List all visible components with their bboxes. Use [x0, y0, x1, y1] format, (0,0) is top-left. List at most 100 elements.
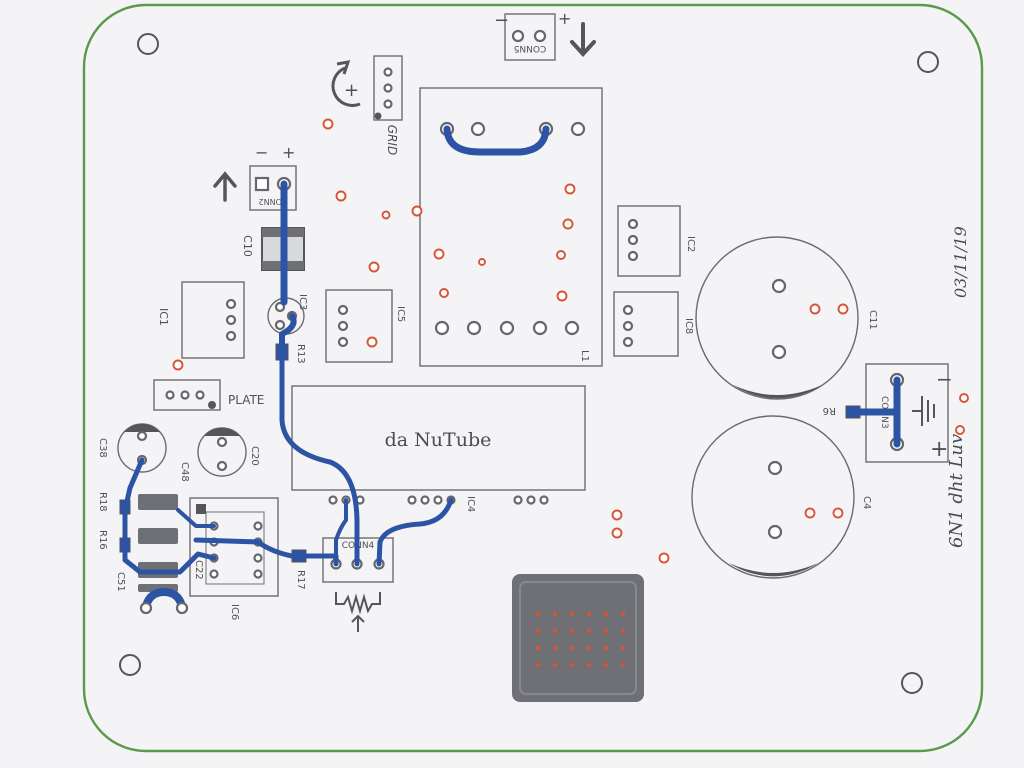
conn5-outline [504, 13, 556, 61]
conn5-minus-sign: − [494, 10, 509, 31]
ic1-outline [181, 281, 245, 359]
l1-pad-top-4 [570, 121, 586, 137]
c51-pad-right [175, 601, 189, 615]
c48-label: C48 [179, 462, 190, 482]
ic4-label: IC4 [465, 496, 476, 512]
c20-label: C20 [249, 446, 260, 466]
c20-pad-2 [216, 460, 228, 472]
c10-label: C10 [241, 235, 254, 257]
l1-pad-bottom-3 [499, 320, 515, 336]
inductor-block-inner [519, 581, 637, 695]
via [564, 183, 576, 195]
plate-connector-outline [153, 379, 221, 411]
inductor-l1: L1 [419, 87, 603, 367]
r18-label: R18 [97, 492, 108, 512]
trace-l1-top [443, 125, 550, 156]
c38-polarity-band [124, 423, 160, 432]
r13-label: R13 [295, 344, 306, 364]
l1-pad-bottom-5 [564, 320, 580, 336]
ic5-label: IC5 [395, 306, 406, 322]
arrow-icon [570, 22, 596, 57]
ic2-label: IC2 [685, 236, 696, 252]
power-inductor-block [512, 574, 644, 702]
inductor-block-body [512, 574, 644, 702]
mounting-hole-top-left [137, 33, 159, 55]
nutube-outline [291, 385, 586, 491]
grid-connector-outline [373, 55, 403, 121]
c38-label: C38 [97, 438, 108, 458]
ic6-label: IC6 [229, 604, 240, 620]
ic2-pad-3 [627, 250, 639, 262]
c48-body [138, 494, 178, 510]
trace-ic4-left [334, 498, 348, 566]
via [562, 218, 574, 230]
ic2-outline [617, 205, 681, 277]
plate-connector: PLATE [153, 379, 264, 411]
ic6-pin1-marker [196, 504, 206, 514]
capacitor-c20: C20 [197, 427, 260, 477]
conn5-pad-1 [511, 29, 525, 43]
via [658, 552, 670, 564]
l1-pad-top-2 [470, 121, 486, 137]
plate-pad-3 [195, 390, 205, 400]
conn2-label: CONN2 [259, 197, 288, 206]
mounting-hole-bottom-right [901, 672, 923, 694]
trace-conn3-r6 [856, 376, 901, 448]
ic8-pad-1 [622, 304, 634, 316]
ic4-pad-1 [328, 495, 338, 505]
trace-ic4-conn4 [376, 497, 454, 567]
r17-label: R17 [295, 570, 306, 590]
c4-pad-2 [767, 524, 783, 540]
via [611, 509, 623, 521]
mounting-hole-top-right [917, 51, 939, 73]
c38-pad-1 [136, 430, 148, 442]
grid-pin1-marker [374, 112, 382, 120]
c11-pad-2 [771, 344, 787, 360]
inductor-pad-grid [535, 611, 626, 668]
grid-pad-3 [383, 99, 393, 109]
ic4-pad-9 [526, 495, 536, 505]
trace-c51-bottom [142, 588, 186, 610]
ic3-pad-3 [274, 319, 286, 331]
ic1-pad-3 [225, 330, 237, 342]
ic5-pad-3 [337, 336, 349, 348]
ic8-outline [613, 291, 679, 357]
l1-pad-bottom-1 [434, 320, 450, 336]
vias [172, 118, 969, 564]
c51-label: C51 [115, 572, 126, 592]
conn3-minus-sign: − [936, 367, 953, 391]
ground-icon [912, 396, 935, 426]
ic5-outline [325, 289, 393, 363]
ic1-pad-1 [225, 298, 237, 310]
c4-pad-1 [767, 460, 783, 476]
ic8: IC8 [613, 291, 694, 357]
plate-pin1-marker [208, 401, 216, 409]
smd-capacitors [138, 494, 178, 592]
via [478, 258, 486, 266]
capacitor-c4: C4 [691, 415, 872, 579]
l1-label: L1 [579, 350, 590, 362]
board-date: 03/11/19 [951, 226, 970, 298]
c11-pad-1 [771, 278, 787, 294]
via [556, 250, 566, 260]
plate-pad-1 [165, 390, 175, 400]
conn2-pad-1 [254, 176, 270, 192]
ic8-pad-2 [622, 320, 634, 332]
grid-pad-1 [383, 67, 393, 77]
trace-ic6-r17 [193, 537, 339, 567]
capacitor-c11: C11 [695, 236, 878, 400]
via [809, 303, 821, 315]
via [322, 118, 334, 130]
copper-traces [122, 125, 901, 610]
arrow-icon [213, 171, 237, 202]
mounting-hole-bottom-left [119, 654, 141, 676]
ic6-pad-5 [253, 521, 263, 531]
via [433, 248, 445, 260]
l1-pad-bottom-4 [532, 320, 548, 336]
ic6-pad-4 [209, 569, 219, 579]
plate-pad-2 [180, 390, 190, 400]
conn2-minus-sign: − [255, 143, 268, 162]
via [368, 261, 380, 273]
conn5-plus-sign: + [558, 9, 571, 28]
mounting-holes [119, 33, 939, 694]
